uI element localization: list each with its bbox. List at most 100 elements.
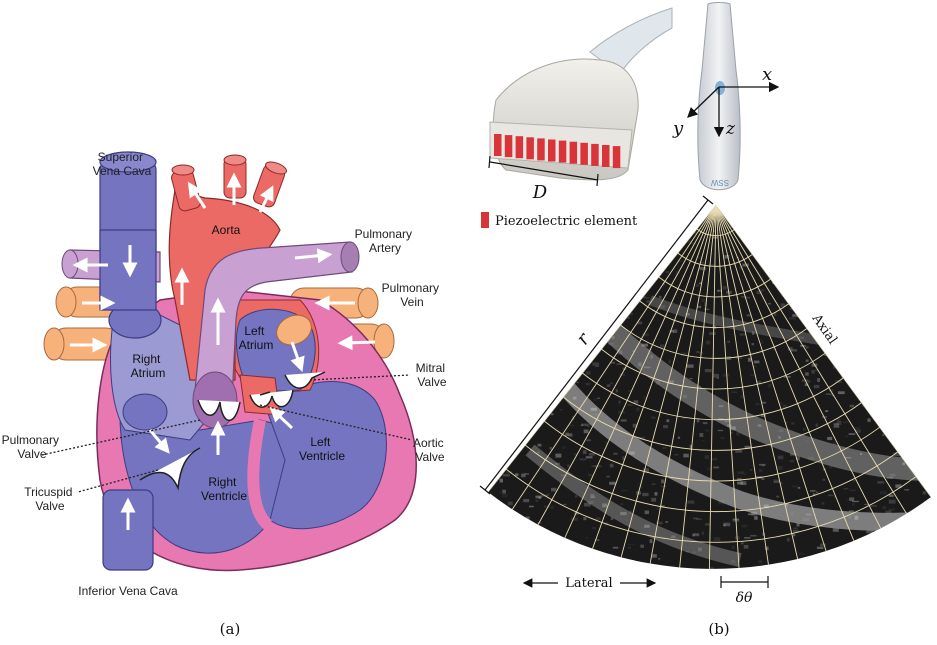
speckle <box>930 207 935 211</box>
speckle <box>589 211 594 212</box>
speckle <box>666 272 669 273</box>
speckle <box>640 545 644 548</box>
speckle <box>760 604 763 605</box>
speckle <box>845 290 848 292</box>
speckle <box>609 482 616 485</box>
speckle <box>611 362 615 364</box>
speckle <box>876 593 882 595</box>
speckle <box>483 349 487 350</box>
speckle <box>564 541 570 544</box>
speckle <box>622 231 626 234</box>
speckle <box>499 569 502 570</box>
speckle <box>618 401 620 404</box>
speckle <box>816 492 818 494</box>
speckle <box>506 240 511 241</box>
speckle <box>674 215 679 219</box>
piezo-element <box>526 137 534 159</box>
speckle <box>567 557 570 558</box>
speckle <box>612 569 617 573</box>
speckle <box>541 277 548 280</box>
speckle <box>520 262 527 265</box>
speckle <box>582 310 584 311</box>
speckle <box>565 433 568 436</box>
speckle <box>789 317 796 319</box>
speckle <box>703 422 708 424</box>
angle-bracket <box>721 576 768 588</box>
speckle <box>889 500 896 504</box>
speckle <box>492 366 495 370</box>
speckle <box>915 296 922 298</box>
speckle <box>904 489 909 490</box>
speckle <box>845 211 849 214</box>
speckle <box>889 495 894 497</box>
speckle <box>555 454 561 458</box>
linear-probe-icon <box>490 8 672 180</box>
speckle <box>895 427 901 429</box>
speckle <box>742 525 748 528</box>
speckle <box>529 506 534 508</box>
speckle <box>759 469 763 472</box>
speckle <box>548 494 550 495</box>
speckle <box>577 283 582 286</box>
speckle <box>727 576 733 579</box>
speckle <box>553 265 556 266</box>
label-tricuspid-valve: Tricuspid Valve <box>24 485 76 513</box>
speckle <box>919 335 924 337</box>
speckle <box>606 476 610 478</box>
speckle <box>691 576 696 578</box>
speckle <box>888 594 891 598</box>
speckle <box>838 391 845 394</box>
speckle <box>933 373 936 376</box>
speckle <box>602 280 604 282</box>
speckle <box>699 433 703 437</box>
speckle <box>903 455 907 458</box>
speckle <box>868 418 871 422</box>
speckle <box>832 307 836 309</box>
speckle <box>874 407 878 410</box>
speckle <box>651 498 656 502</box>
speckle <box>521 474 526 478</box>
piezo-element <box>537 138 545 160</box>
speckle <box>550 506 553 509</box>
speckle <box>541 285 546 287</box>
speckle <box>551 488 556 492</box>
speckle <box>529 584 533 587</box>
speckle <box>616 389 618 392</box>
speckle <box>504 275 509 279</box>
speckle <box>609 249 614 252</box>
speckle <box>627 404 632 406</box>
speckle <box>563 338 570 341</box>
speckle <box>677 221 680 223</box>
speckle <box>790 460 794 462</box>
speckle <box>856 249 858 252</box>
speckle <box>687 364 694 367</box>
speckle <box>877 582 883 585</box>
speckle <box>901 252 906 253</box>
speckle <box>687 601 693 604</box>
speckle <box>586 537 588 538</box>
speckle <box>909 219 916 221</box>
speckle <box>644 601 648 605</box>
speckle <box>494 462 499 464</box>
speckle <box>635 598 641 602</box>
speckle <box>494 543 500 545</box>
speckle <box>496 420 498 423</box>
speckle <box>714 604 720 607</box>
speckle <box>905 395 909 396</box>
speckle <box>755 403 759 406</box>
speckle <box>655 241 658 242</box>
speckle <box>543 380 550 382</box>
speckle <box>880 491 887 495</box>
speckle <box>569 424 574 426</box>
speckle <box>540 550 546 551</box>
speckle <box>571 518 578 521</box>
speckle <box>580 459 587 461</box>
speckle <box>602 339 605 341</box>
speckle <box>597 245 603 249</box>
speckle <box>521 389 523 391</box>
speckle <box>887 393 892 395</box>
speckle <box>897 357 903 360</box>
speckle <box>726 214 733 218</box>
speckle <box>586 439 591 441</box>
speckle <box>597 561 601 562</box>
